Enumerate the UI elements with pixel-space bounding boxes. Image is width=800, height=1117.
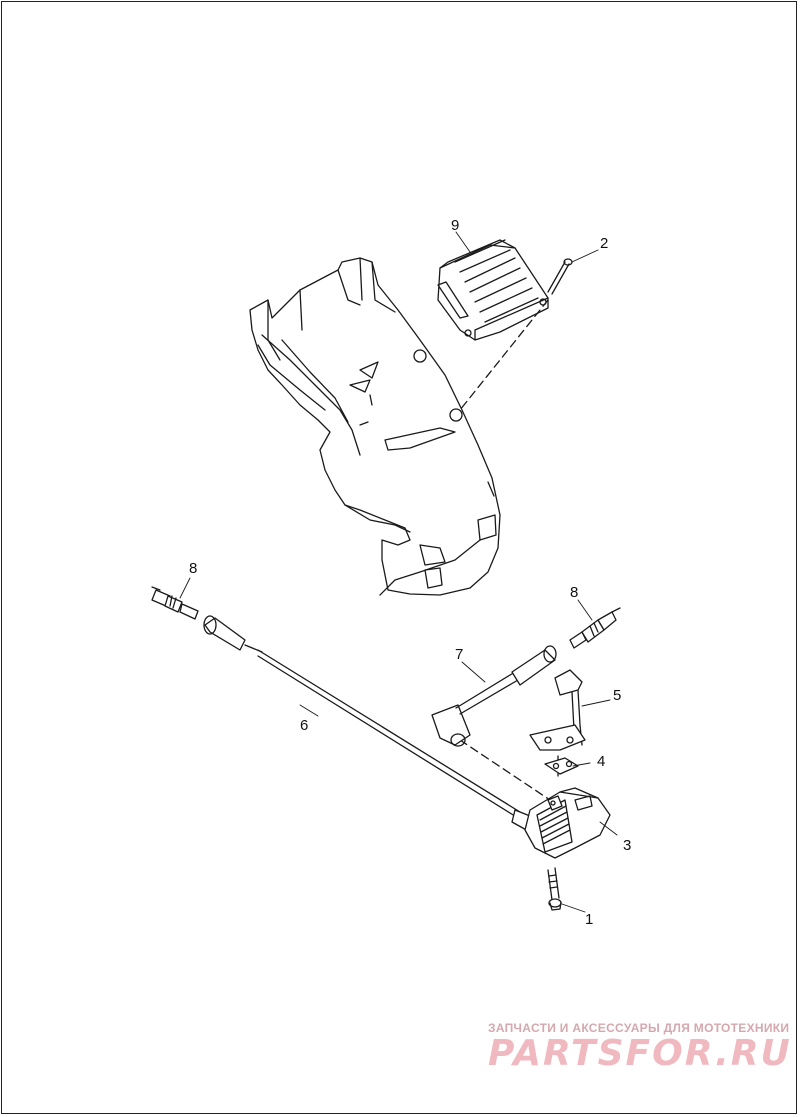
coil-bracket [529,669,586,751]
watermark-logo: PARTSFOR.RU [488,1033,792,1074]
spark-plug-right [569,607,621,649]
ignition-coil [524,787,611,859]
callout-7: 7 [455,646,463,663]
electronic-module [437,239,549,341]
screw-2 [547,258,573,295]
callout-3: 3 [623,837,631,854]
alignment-line-module [459,299,549,411]
callout-9: 9 [451,217,459,234]
callout-1: 1 [585,911,593,928]
callout-8-right: 8 [570,584,578,601]
alignment-line-lead [459,739,551,801]
callout-2: 2 [600,235,608,252]
callout-4: 4 [597,753,605,770]
screw-1 [547,867,562,911]
callout-5: 5 [613,687,621,704]
spacer-plate [544,757,579,775]
callout-6: 6 [300,717,308,734]
watermark-subtitle: ЗАПЧАСТИ И АКСЕССУАРЫ ДЛЯ МОТОТЕХНИКИ [488,1021,790,1035]
spark-plug-left [151,586,199,620]
spark-plug-lead-long [203,615,536,833]
callout-8-left: 8 [189,560,197,577]
spark-plug-lead-short [431,645,557,747]
fender-bracket [249,257,501,596]
leader-lines [179,231,618,913]
